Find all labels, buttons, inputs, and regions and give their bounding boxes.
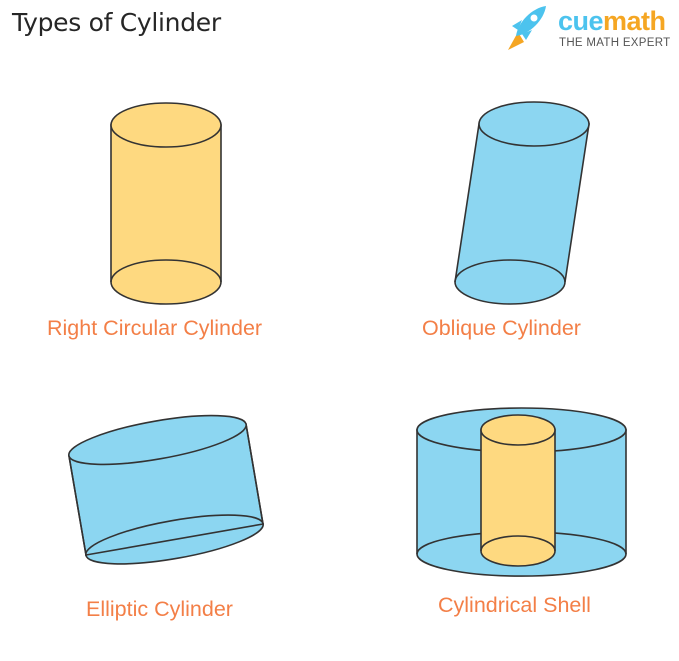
logo-tagline: THE MATH EXPERT (559, 37, 671, 49)
cylindrical-shell-shape (416, 407, 627, 577)
label-cylindrical-shell: Cylindrical Shell (438, 593, 591, 617)
label-oblique-cylinder: Oblique Cylinder (422, 316, 581, 340)
label-right-circular-cylinder: Right Circular Cylinder (47, 316, 263, 340)
label-elliptic-cylinder: Elliptic Cylinder (86, 597, 233, 621)
logo-wordmark: cuemath (558, 6, 666, 37)
logo-word-cue: cue (558, 6, 604, 36)
oblique-cylinder-shape (454, 101, 590, 305)
page-title: Types of Cylinder (12, 8, 221, 37)
right-circular-cylinder-shape (110, 102, 222, 305)
elliptic-cylinder-shape (68, 414, 264, 565)
cuemath-logo: cuemath THE MATH EXPERT (498, 4, 678, 54)
logo-word-math: math (603, 6, 666, 36)
rocket-icon (508, 6, 546, 50)
